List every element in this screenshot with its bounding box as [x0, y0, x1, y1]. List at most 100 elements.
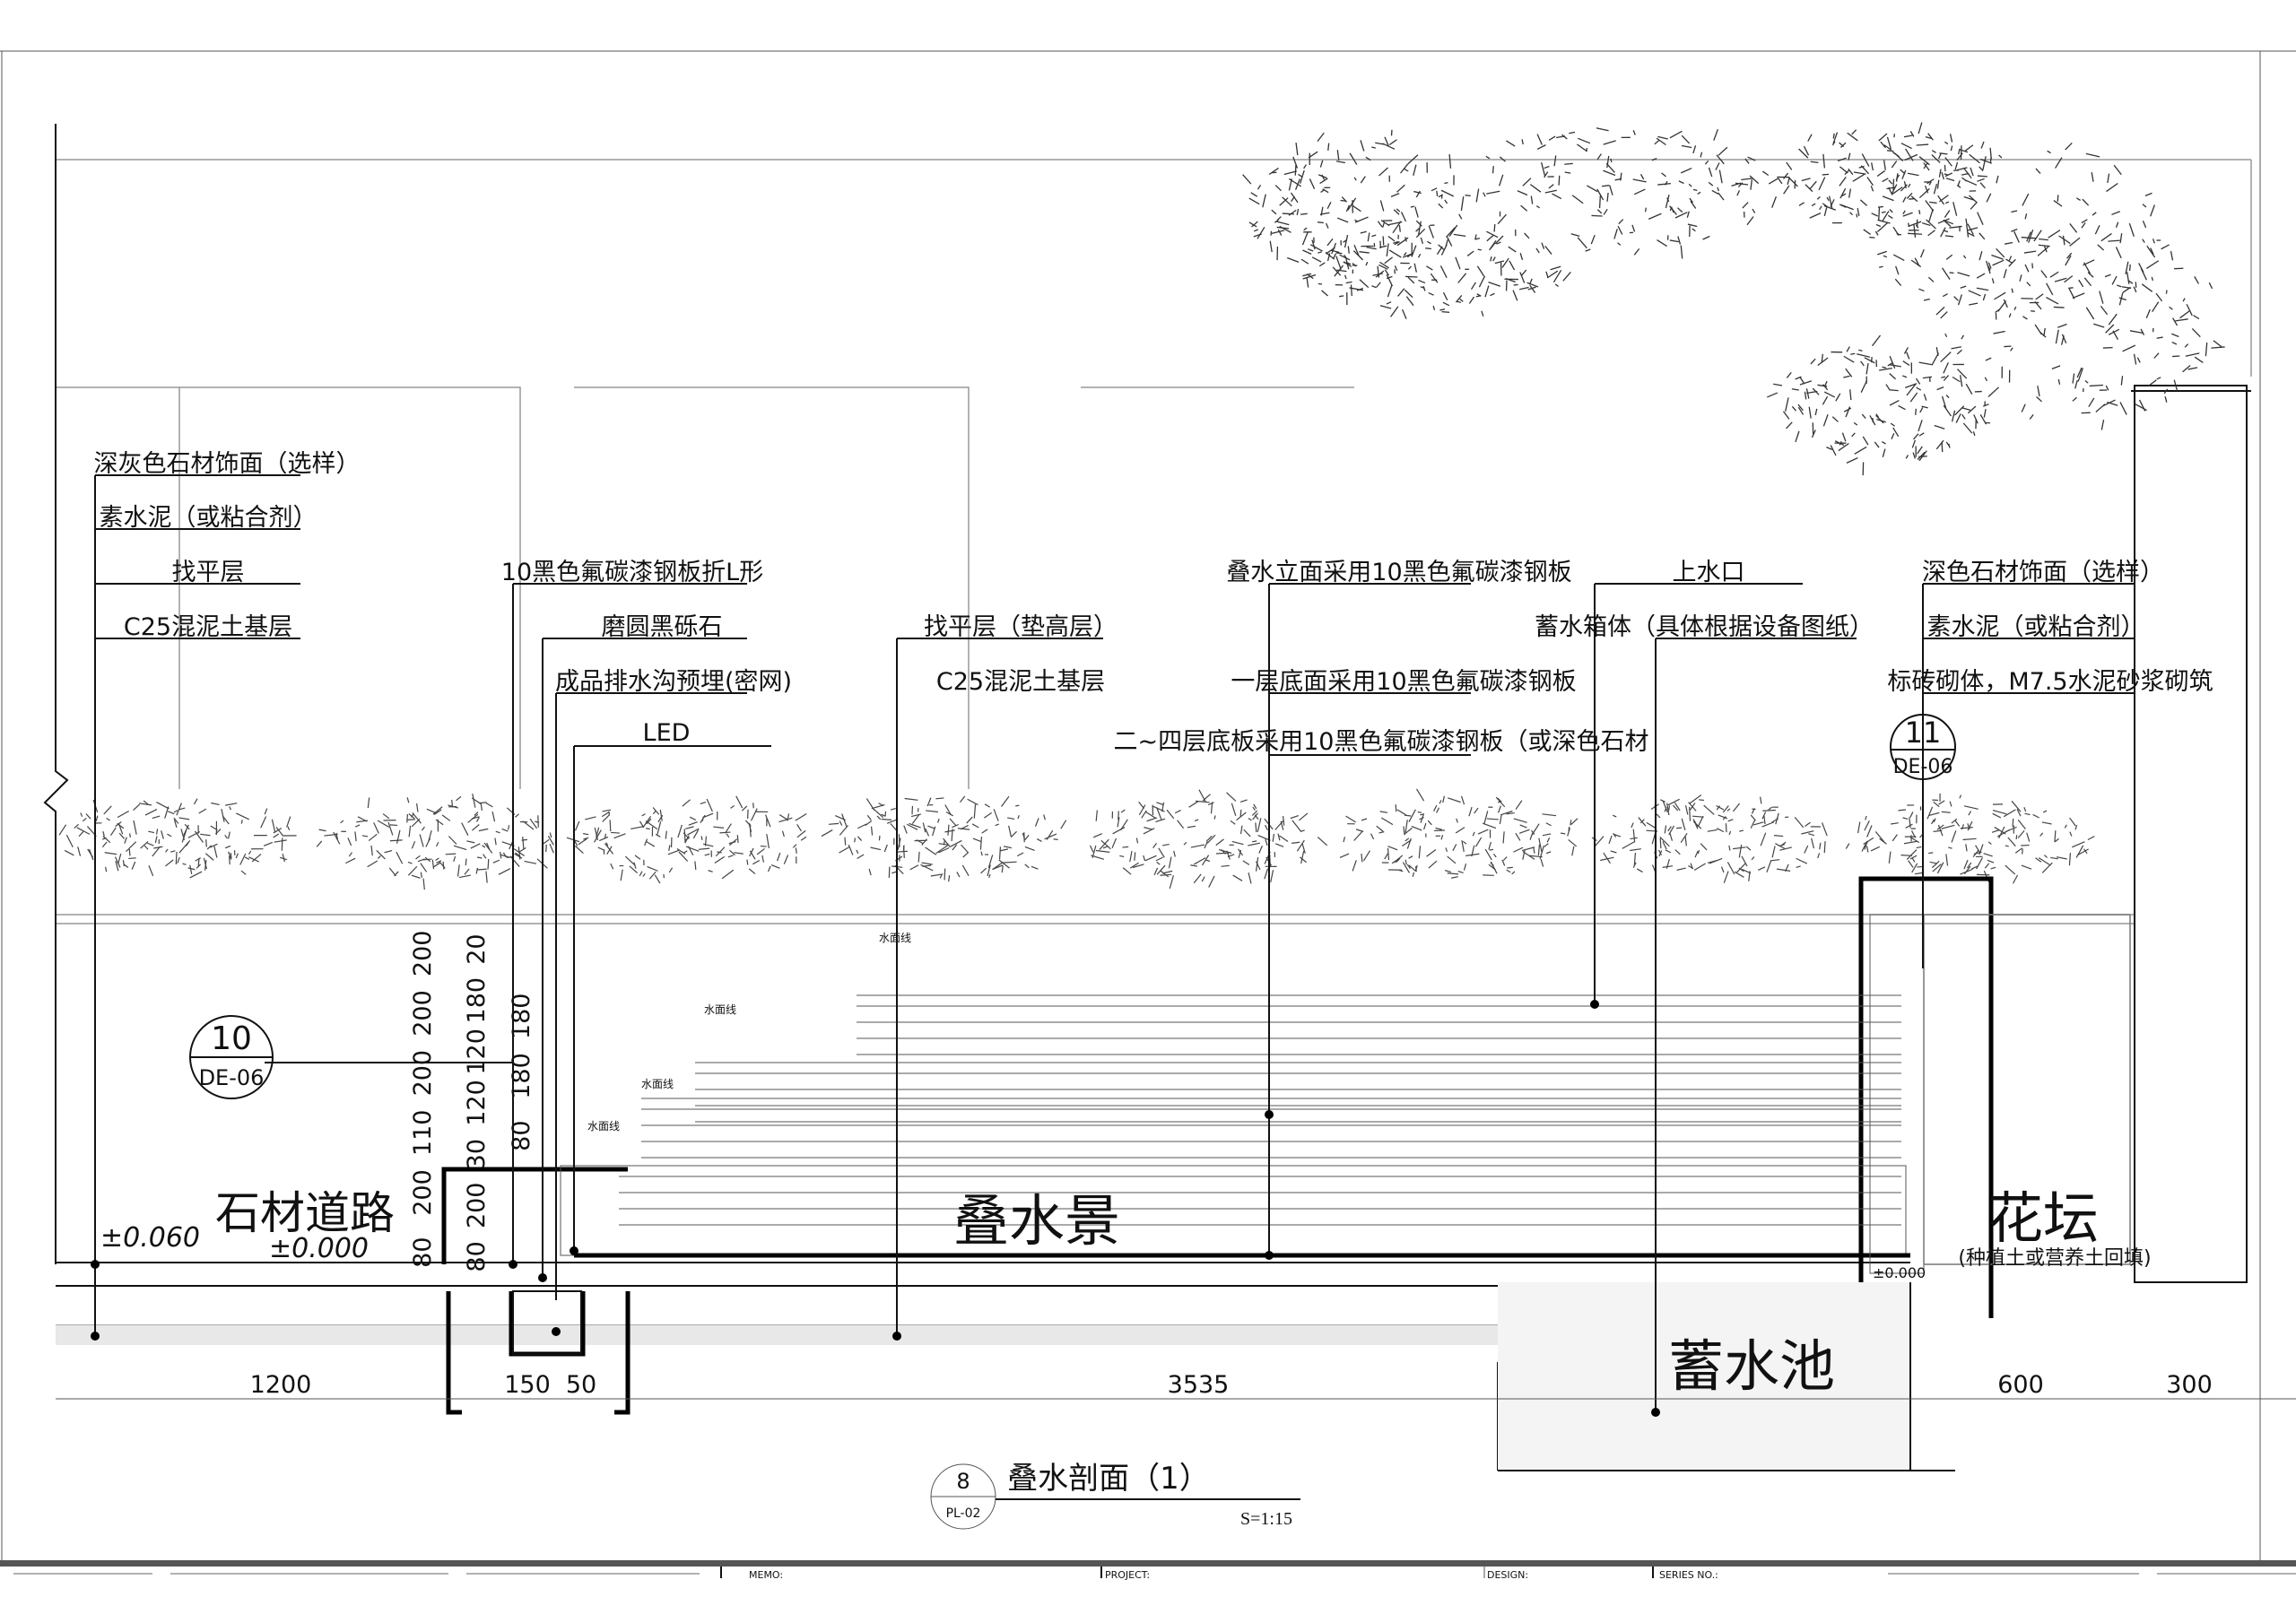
foliage-stroke — [1294, 178, 1300, 190]
foliage-stroke — [2055, 157, 2063, 169]
foliage-stroke — [2100, 420, 2105, 430]
foliage-stroke — [1350, 284, 1352, 297]
foliage-stroke — [1302, 273, 1312, 277]
foliage-stroke — [1863, 229, 1871, 235]
foliage-stroke — [1248, 842, 1261, 846]
foliage-stroke — [412, 812, 422, 824]
foliage-stroke — [2019, 274, 2022, 282]
foliage-stroke — [1861, 153, 1870, 167]
foliage-stroke — [1944, 173, 1949, 176]
foliage-stroke — [1396, 184, 1405, 193]
foliage-stroke — [1242, 174, 1252, 185]
foliage-stroke — [1255, 861, 1261, 871]
project-label: PROJECT: — [1105, 1569, 1150, 1581]
foliage-stroke — [1926, 806, 1934, 820]
foliage-stroke — [1976, 287, 1989, 291]
foliage-stroke — [485, 871, 488, 883]
foliage-stroke — [1433, 804, 1438, 812]
foliage-stroke — [1826, 196, 1830, 202]
foliage-stroke — [1849, 212, 1853, 216]
foliage-stroke — [870, 846, 882, 851]
foliage-stroke — [1728, 830, 1732, 836]
foliage-stroke — [1987, 859, 1995, 864]
foliage-stroke — [1987, 262, 1992, 269]
foliage-stroke — [777, 852, 781, 862]
foliage-stroke — [1904, 383, 1918, 388]
foliage-stroke — [1927, 276, 1935, 282]
foliage-stroke — [1393, 855, 1404, 864]
foliage-stroke — [1890, 822, 1899, 825]
foliage-stroke — [221, 809, 225, 822]
foliage-stroke — [2153, 352, 2160, 359]
foliage-stroke — [95, 815, 99, 822]
foliage-stroke — [2047, 150, 2051, 154]
foliage-stroke — [1522, 178, 1532, 187]
foliage-stroke — [1938, 152, 1942, 160]
foliage-stroke — [1460, 196, 1465, 211]
foliage-stroke — [1954, 820, 1961, 827]
foliage-stroke — [688, 821, 698, 826]
vertical-dim-value: 80 — [508, 1120, 535, 1150]
foliage-stroke — [124, 864, 129, 868]
foliage-stroke — [1669, 239, 1679, 243]
foliage-stroke — [1907, 172, 1919, 177]
foliage-stroke — [1983, 409, 1987, 418]
foliage-stroke — [2211, 346, 2225, 349]
foliage-stroke — [1472, 831, 1475, 837]
detail-bubble-11[interactable]: 11 DE-06 — [1890, 714, 1956, 780]
foliage-stroke — [1489, 848, 1494, 851]
foliage-stroke — [1613, 833, 1622, 838]
foliage-stroke — [646, 841, 656, 847]
foliage-stroke — [1733, 846, 1746, 850]
foliage-stroke — [1889, 399, 1900, 406]
foliage-stroke — [1169, 875, 1174, 890]
foliage-stroke — [1295, 143, 1299, 156]
foliage-stroke — [1674, 849, 1681, 855]
vertical-dim-value: 200 — [409, 1169, 437, 1216]
foliage-stroke — [1321, 290, 1328, 297]
foliage-stroke — [1874, 441, 1880, 448]
foliage-stroke — [1277, 229, 1283, 236]
foliage-stroke — [1962, 255, 1967, 259]
zone-planter: 花坛 — [1987, 1185, 2099, 1251]
foliage-stroke — [1495, 796, 1506, 808]
foliage-stroke — [1394, 240, 1400, 246]
foliage-stroke — [719, 831, 731, 834]
foliage-stroke — [1277, 833, 1281, 841]
foliage-stroke — [1091, 855, 1105, 860]
foliage-stroke — [2062, 235, 2066, 246]
detail-bubble-10[interactable]: 10 DE-06 — [189, 1015, 274, 1099]
foliage-stroke — [545, 844, 547, 853]
foliage-stroke — [1979, 158, 1993, 164]
foliage-stroke — [1771, 818, 1779, 823]
foliage-stroke — [2069, 817, 2076, 827]
foliage-stroke — [2126, 272, 2130, 284]
foliage-stroke — [1914, 257, 1920, 267]
foliage-stroke — [1601, 185, 1610, 187]
foliage-stroke — [865, 820, 873, 827]
foliage-stroke — [1408, 855, 1413, 859]
foliage-stroke — [1918, 432, 1925, 437]
foliage-stroke — [2022, 193, 2030, 206]
foliage-stroke — [211, 802, 220, 806]
foliage-stroke — [1993, 330, 2005, 334]
foliage-stroke — [1502, 831, 1505, 844]
foliage-stroke — [1716, 805, 1721, 811]
foliage-stroke — [1911, 857, 1916, 863]
foliage-stroke — [345, 857, 356, 864]
foliage-stroke — [601, 812, 610, 818]
foliage-stroke — [1359, 251, 1370, 254]
foliage-stroke — [1954, 161, 1959, 170]
foliage-stroke — [1949, 225, 1962, 229]
foliage-stroke — [1783, 172, 1789, 179]
foliage-stroke — [1274, 843, 1284, 847]
foliage-stroke — [1862, 436, 1869, 446]
foliage-stroke — [1796, 857, 1808, 864]
foliage-stroke — [1498, 174, 1504, 187]
foliage-stroke — [1998, 826, 2005, 839]
foliage-stroke — [724, 823, 732, 834]
foliage-stroke — [1882, 211, 1890, 222]
foliage-stroke — [1496, 241, 1501, 245]
foliage-stroke — [1545, 822, 1552, 827]
foliage-stroke — [2077, 848, 2089, 856]
